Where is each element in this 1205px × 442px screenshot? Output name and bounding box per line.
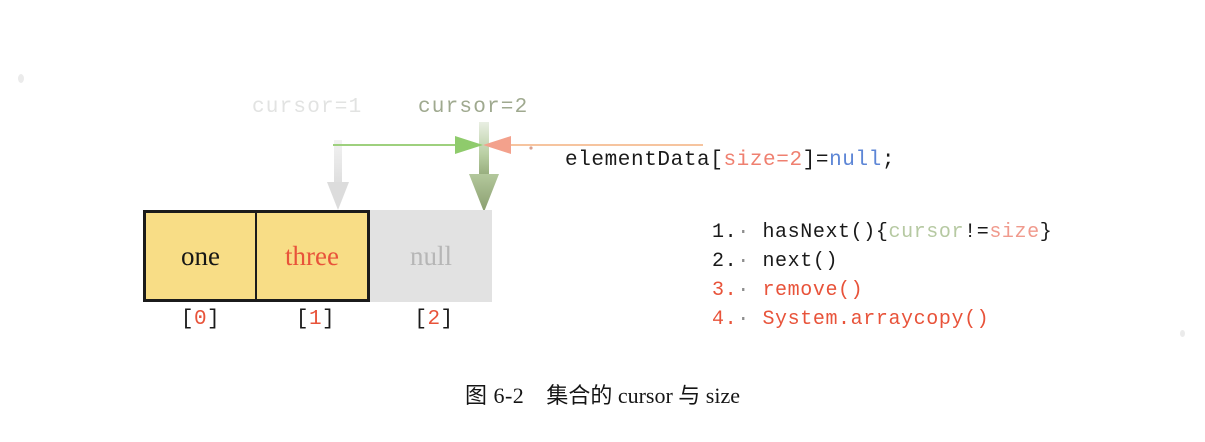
index-number: 1 <box>308 308 323 331</box>
method-separator: · <box>737 250 750 273</box>
element-data-prefix: elementData[ <box>565 149 724 172</box>
method-name: System.arraycopy() <box>762 308 990 331</box>
method-cond-size: size <box>989 221 1040 244</box>
element-data-suffix: ; <box>881 149 896 172</box>
element-data-size-token: size=2 <box>723 149 803 172</box>
method-name: hasNext() <box>762 221 876 244</box>
element-data-mid: ]= <box>802 149 830 172</box>
array-cell-2-value: null <box>409 240 452 271</box>
cursor-new-label: cursor=2 <box>418 96 529 119</box>
method-brace-open: { <box>875 221 889 244</box>
array-index-1: [1] <box>258 308 373 331</box>
index-bracket-close: ] <box>440 308 454 331</box>
figure-caption-text: 集合的 cursor 与 size <box>546 383 740 408</box>
method-cond-cursor: cursor <box>888 221 965 244</box>
element-data-code-line: elementData[size=2]=null; <box>565 149 895 172</box>
method-number: 1. <box>712 221 738 244</box>
method-separator: · <box>737 221 750 244</box>
index-bracket-open: [ <box>295 308 309 331</box>
array-cell-2: null <box>370 210 492 302</box>
method-list-item-3: 3.· remove() <box>712 276 1052 305</box>
method-cond-op: != <box>964 221 990 244</box>
method-sequence-list: 1.· hasNext(){cursor!=size} 2.· next() 3… <box>712 218 1052 334</box>
method-number: 3. <box>712 279 738 302</box>
index-number: 2 <box>427 308 441 331</box>
method-list-item-4: 4.· System.arraycopy() <box>712 305 1052 334</box>
move-right-arrow-icon <box>333 136 483 154</box>
index-bracket-close: ] <box>207 308 221 331</box>
index-bracket-open: [ <box>180 308 194 331</box>
array-index-row: [0] [1] [2] <box>143 308 495 331</box>
method-name: next() <box>762 250 839 273</box>
array-cell-1: three <box>255 210 370 302</box>
cursor-old-arrow-down-icon <box>327 140 349 210</box>
method-list-item-1: 1.· hasNext(){cursor!=size} <box>712 218 1052 247</box>
array-cell-1-value: three <box>285 240 339 271</box>
index-bracket-open: [ <box>414 308 428 331</box>
array-index-0: [0] <box>143 308 258 331</box>
scan-speckle <box>18 74 24 83</box>
index-bracket-close: ] <box>322 308 336 331</box>
method-list-item-2: 2.· next() <box>712 247 1052 276</box>
scan-speckle <box>1180 330 1185 337</box>
method-number: 2. <box>712 250 738 273</box>
figure-caption-number: 图 6-2 <box>464 383 525 408</box>
array-cell-0-value: one <box>181 240 220 271</box>
cursor-new-arrow-down-icon <box>469 122 499 212</box>
array-cell-0: one <box>143 210 258 302</box>
array-index-2: [2] <box>373 308 495 331</box>
cursor-old-label: cursor=1 <box>252 96 363 119</box>
method-separator: · <box>737 279 750 302</box>
move-left-arrow-icon <box>483 136 703 154</box>
array-cells-row: one three null <box>143 210 492 302</box>
method-separator: · <box>737 308 750 331</box>
method-name: remove() <box>762 279 864 302</box>
method-brace-close: } <box>1039 221 1053 244</box>
method-number: 4. <box>712 308 738 331</box>
element-data-null-token: null <box>829 149 882 172</box>
figure-caption: 图 6-2 集合的 cursor 与 size <box>0 378 1205 410</box>
index-number: 0 <box>193 308 208 331</box>
